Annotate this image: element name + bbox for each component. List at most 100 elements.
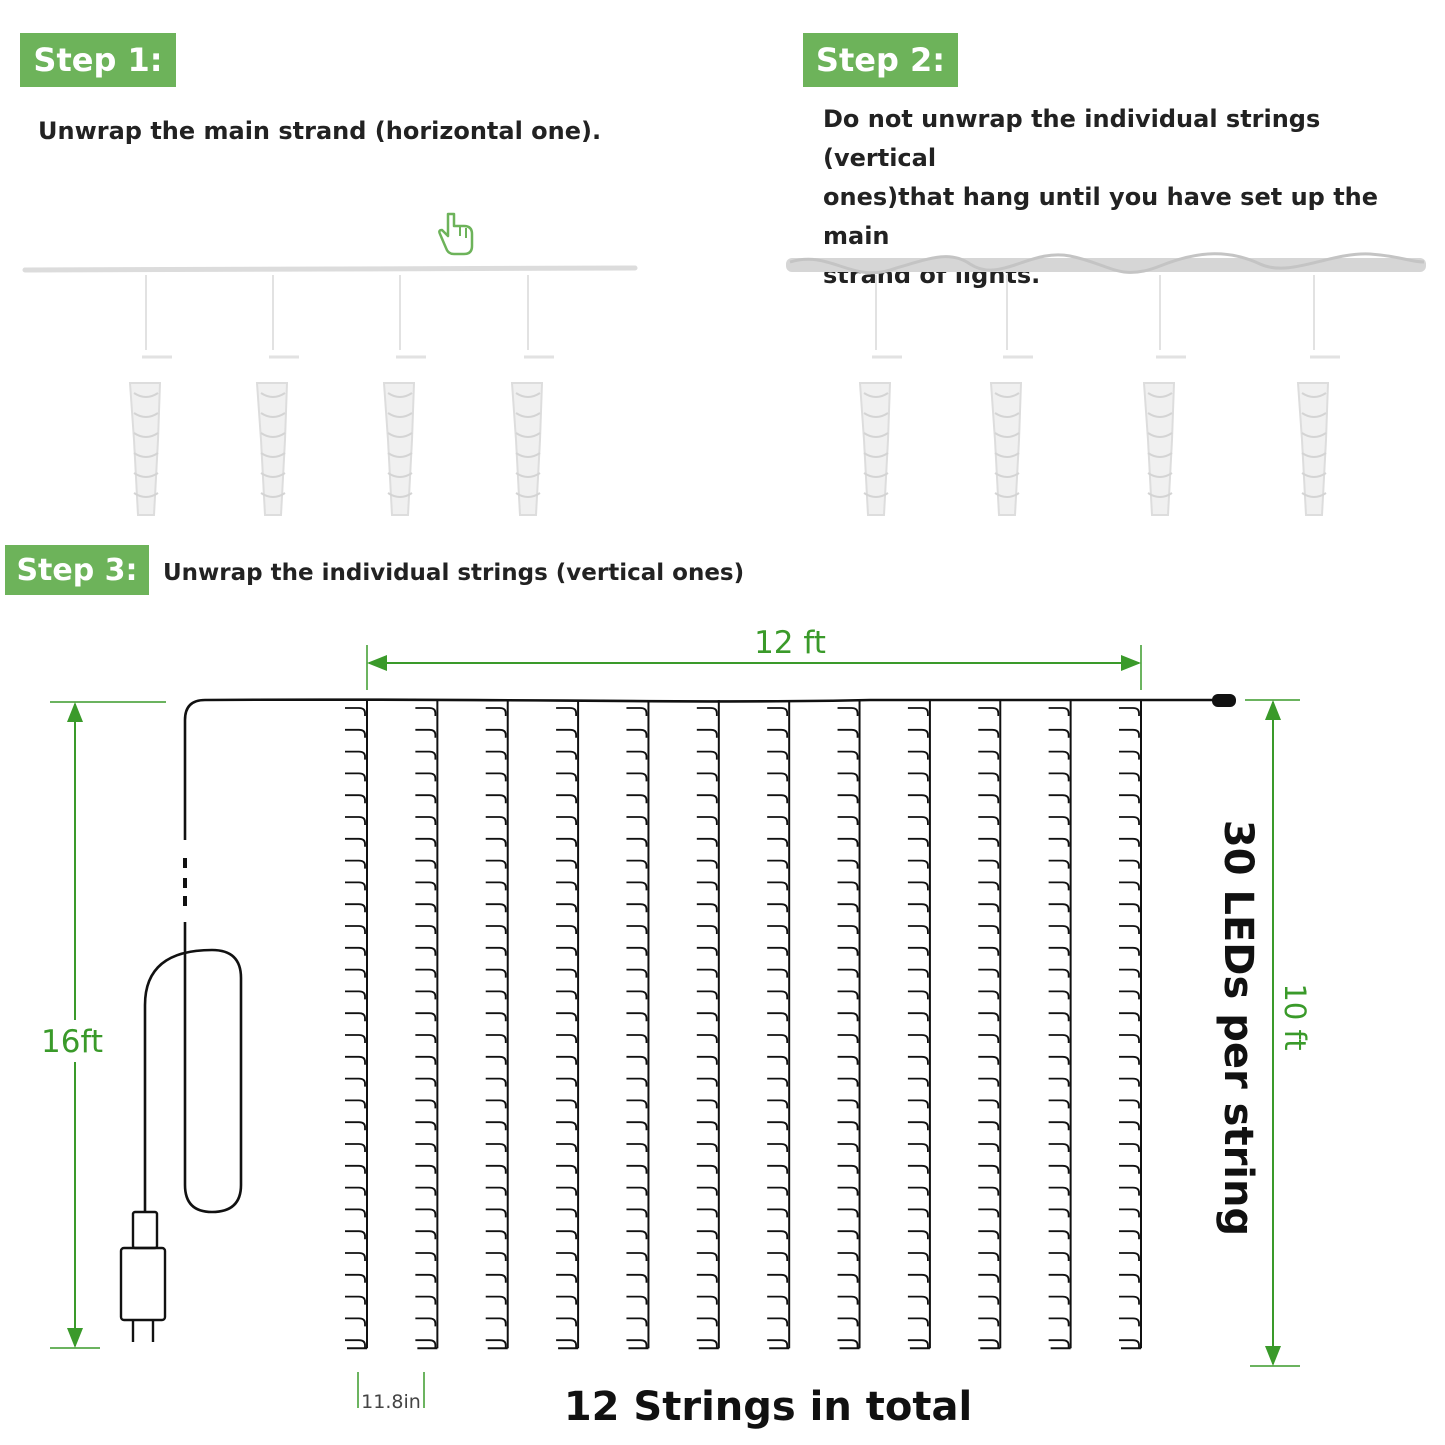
step2-rod (786, 258, 1426, 272)
led-bulb (1048, 925, 1070, 934)
led-bulb (485, 968, 507, 978)
led-bulb (837, 1230, 859, 1240)
led-bulb (345, 794, 366, 804)
led-bulb (767, 837, 789, 847)
step1-illustration (22, 212, 638, 516)
cable-length-label: 16ft (41, 1024, 103, 1060)
led-bulb (696, 1208, 718, 1218)
led-bulb (837, 728, 859, 738)
led-bulb (415, 1055, 437, 1065)
led-bulb (907, 707, 929, 716)
step2-text-line-1: Do not unwrap the individual strings (ve… (823, 105, 1321, 172)
led-strings (345, 700, 1142, 1350)
led-bulb (556, 772, 577, 782)
led-string (696, 700, 720, 1350)
led-bulb (1048, 1143, 1070, 1152)
led-bulb (696, 1339, 718, 1349)
led-bulb (837, 837, 859, 847)
led-bulb (345, 1034, 366, 1043)
led-bulb (978, 1143, 1000, 1152)
led-bulb (1119, 1012, 1140, 1022)
led-bulb (485, 1252, 507, 1261)
led-bulb (978, 750, 1000, 760)
led-bulb (696, 1186, 718, 1196)
led-bulb (556, 1164, 577, 1174)
led-bulb (767, 1208, 789, 1218)
led-bulb (907, 1273, 929, 1283)
led-bulb (556, 1077, 577, 1087)
led-bulb (837, 1186, 859, 1196)
step2-bundles (858, 275, 1340, 516)
led-bulb (345, 903, 366, 913)
led-bulb (556, 794, 577, 804)
led-bulb (1119, 1077, 1140, 1087)
led-bulb (767, 925, 789, 934)
led-bulb (767, 1099, 789, 1109)
led-bulb (415, 772, 437, 782)
led-bulb (907, 1230, 929, 1240)
led-string (1048, 700, 1072, 1350)
led-bulb (485, 1099, 507, 1109)
led-bulb (767, 1295, 789, 1305)
led-bulb (696, 1252, 718, 1261)
led-bulb (907, 1208, 929, 1218)
led-bulb (696, 1077, 718, 1087)
led-bulb (1119, 1034, 1140, 1043)
led-bulb (626, 1034, 648, 1043)
led-bulb (907, 1164, 929, 1174)
total-strings-label: 12 Strings in total (564, 1384, 972, 1430)
step2-text-line-2: ones)that hang until you have set up the… (823, 183, 1379, 250)
led-bulb (415, 946, 437, 956)
step1-text: Unwrap the main strand (horizontal one). (38, 117, 602, 145)
led-bulb (556, 968, 577, 978)
led-bulb (485, 1186, 507, 1196)
led-bulb (907, 1099, 929, 1109)
led-string (837, 700, 861, 1350)
led-string (415, 700, 439, 1350)
led-bulb (767, 1164, 789, 1174)
led-bulb (978, 772, 1000, 782)
led-bulb (767, 1034, 789, 1043)
pointing-hand-icon (438, 212, 474, 256)
led-bulb (556, 859, 577, 869)
led-bulb (556, 946, 577, 956)
led-bulb (767, 1273, 789, 1283)
led-bulb (978, 728, 1000, 738)
led-bulb (345, 1121, 366, 1131)
led-bulb (626, 1208, 648, 1218)
step2-bundle (1142, 275, 1186, 516)
led-bulb (556, 881, 577, 891)
led-bulb (1119, 859, 1140, 869)
width-label: 12 ft (754, 625, 826, 661)
led-bulb (696, 794, 718, 804)
led-bulb (978, 707, 1000, 716)
led-bulb (837, 968, 859, 978)
led-bulb (1048, 1055, 1070, 1065)
led-bulb (626, 1121, 648, 1131)
led-bulb (415, 859, 437, 869)
led-bulb (907, 816, 929, 825)
led-bulb (485, 1164, 507, 1174)
led-bulb (767, 968, 789, 978)
led-bulb (1119, 772, 1140, 782)
led-bulb (696, 1034, 718, 1043)
led-bulb (837, 772, 859, 782)
led-bulb (767, 707, 789, 716)
curtain-diagram: 12 ft 16ft 10 ft 30 LEDs per string 11.8… (41, 625, 1312, 1430)
led-bulb (1119, 750, 1140, 760)
led-bulb (556, 925, 577, 934)
led-bulb (345, 837, 366, 847)
led-bulb (345, 925, 366, 934)
led-bulb (415, 837, 437, 847)
led-bulb (345, 772, 366, 782)
led-bulb (626, 1164, 648, 1174)
led-bulb (978, 990, 1000, 1000)
led-bulb (485, 794, 507, 804)
spacing-label: 11.8in (361, 1391, 421, 1413)
led-bulb (837, 990, 859, 1000)
led-bulb (696, 925, 718, 934)
led-bulb (767, 816, 789, 825)
led-bulb (978, 1034, 1000, 1043)
led-bulb (907, 1055, 929, 1065)
